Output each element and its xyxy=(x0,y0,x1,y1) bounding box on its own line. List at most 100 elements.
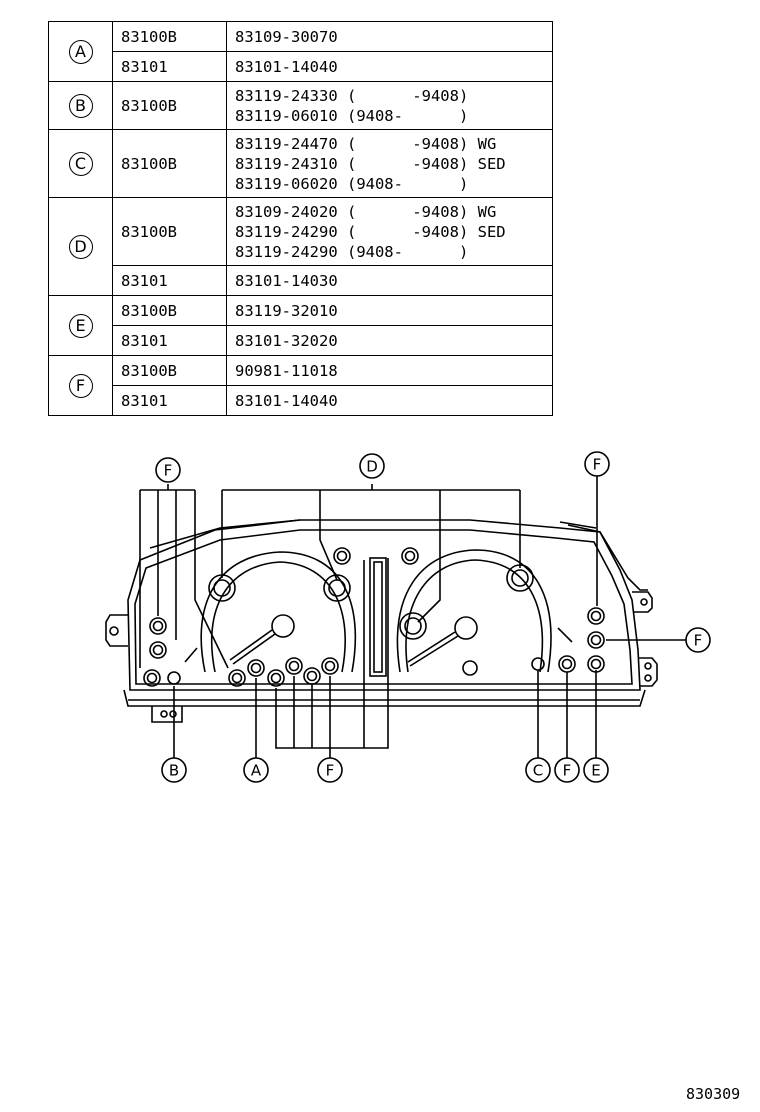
small-socket xyxy=(590,658,602,670)
callout-f-bottom-mid: F xyxy=(317,757,343,783)
large-socket xyxy=(399,612,427,640)
part-number: 83101-14030 xyxy=(235,271,338,290)
large-socket xyxy=(511,569,529,587)
part-number-cell: 83101-14040 xyxy=(226,51,553,82)
row-letter: A xyxy=(68,39,93,64)
small-socket xyxy=(288,660,300,672)
svg-text:B: B xyxy=(169,762,179,780)
row-letter-cell: A xyxy=(48,21,113,82)
small-socket xyxy=(401,547,419,565)
leader-lines xyxy=(139,476,686,758)
callout-f-bottom-right: F xyxy=(554,757,580,783)
callout-a-bottom: A xyxy=(243,757,269,783)
small-socket xyxy=(590,634,602,646)
small-socket xyxy=(587,631,605,649)
part-code-cell: 83100B xyxy=(112,81,227,130)
small-socket xyxy=(285,657,303,675)
row-letter: E xyxy=(68,313,93,338)
part-number-cell: 90981-11018 xyxy=(226,355,553,386)
callout-f-top-right: F xyxy=(584,451,610,477)
small-socket xyxy=(152,620,164,632)
left-gauge xyxy=(184,551,357,673)
svg-text:D: D xyxy=(366,458,378,476)
small-socket xyxy=(590,610,602,622)
small-socket xyxy=(333,547,351,565)
row-letter: B xyxy=(68,93,93,118)
part-number: 83119-32010 xyxy=(235,301,338,320)
small-socket xyxy=(231,672,243,684)
svg-text:F: F xyxy=(694,632,703,650)
callout-labels: F D F F B A F C xyxy=(155,451,711,783)
right-gauge xyxy=(396,549,573,676)
bulb-sockets xyxy=(143,547,605,687)
large-socket xyxy=(213,579,231,597)
small-socket xyxy=(270,672,282,684)
small-socket xyxy=(247,659,265,677)
part-number: 83101-14040 xyxy=(235,57,338,76)
small-socket xyxy=(587,655,605,673)
svg-text:A: A xyxy=(251,762,262,780)
part-number: 83109-30070 xyxy=(235,27,338,46)
drawing-number: 830309 xyxy=(686,1085,741,1103)
small-socket xyxy=(306,670,318,682)
part-code-cell: 83100B xyxy=(112,21,227,52)
small-socket xyxy=(404,550,416,562)
part-number: 83101-32020 xyxy=(235,331,338,350)
part-code-cell: 83100B xyxy=(112,197,227,266)
large-socket xyxy=(404,617,422,635)
part-code-cell: 83101 xyxy=(112,385,227,416)
part-number: 90981-11018 xyxy=(235,361,338,380)
svg-text:F: F xyxy=(593,456,602,474)
part-code-cell: 83100B xyxy=(112,295,227,326)
row-letter-cell: D xyxy=(48,197,113,296)
small-socket xyxy=(321,657,339,675)
callout-e-bottom: E xyxy=(583,757,609,783)
callout-f-top-left: F xyxy=(155,457,181,483)
part-number-cell: 83119-24330 ( -9408)83119-06010 (9408- ) xyxy=(226,81,553,130)
callout-c-bottom: C xyxy=(525,757,551,783)
row-letter: C xyxy=(68,151,93,176)
part-number: 83119-24290 ( -9408) SED xyxy=(235,222,506,241)
small-socket xyxy=(152,644,164,656)
small-socket xyxy=(587,607,605,625)
svg-text:F: F xyxy=(326,762,335,780)
part-number-cell: 83119-32010 xyxy=(226,295,553,326)
row-letter: D xyxy=(68,234,93,259)
small-socket xyxy=(228,669,246,687)
part-number: 83119-06020 (9408- ) xyxy=(235,174,469,193)
part-code-cell: 83101 xyxy=(112,51,227,82)
svg-text:F: F xyxy=(563,762,572,780)
callout-f-right: F xyxy=(685,627,711,653)
part-number: 83119-24290 (9408- ) xyxy=(235,242,469,261)
callout-b-bottom: B xyxy=(161,757,187,783)
svg-text:E: E xyxy=(591,762,600,780)
part-number: 83119-24470 ( -9408) WG xyxy=(235,134,497,153)
cluster-housing xyxy=(105,519,658,723)
center-indicator xyxy=(369,557,387,677)
small-socket xyxy=(267,669,285,687)
small-socket xyxy=(303,667,321,685)
small-socket xyxy=(149,617,167,635)
svg-text:C: C xyxy=(533,762,543,780)
small-socket xyxy=(558,655,576,673)
large-socket xyxy=(323,574,351,602)
svg-text:F: F xyxy=(164,462,173,480)
part-number: 83109-24020 ( -9408) WG xyxy=(235,202,497,221)
small-socket xyxy=(250,662,262,674)
small-socket xyxy=(324,660,336,672)
part-number: 83119-24330 ( -9408) xyxy=(235,86,469,105)
plain-socket xyxy=(167,671,181,685)
small-socket xyxy=(146,672,158,684)
callout-d-top: D xyxy=(359,453,385,479)
part-number-cell: 83101-14040 xyxy=(226,385,553,416)
small-socket xyxy=(561,658,573,670)
